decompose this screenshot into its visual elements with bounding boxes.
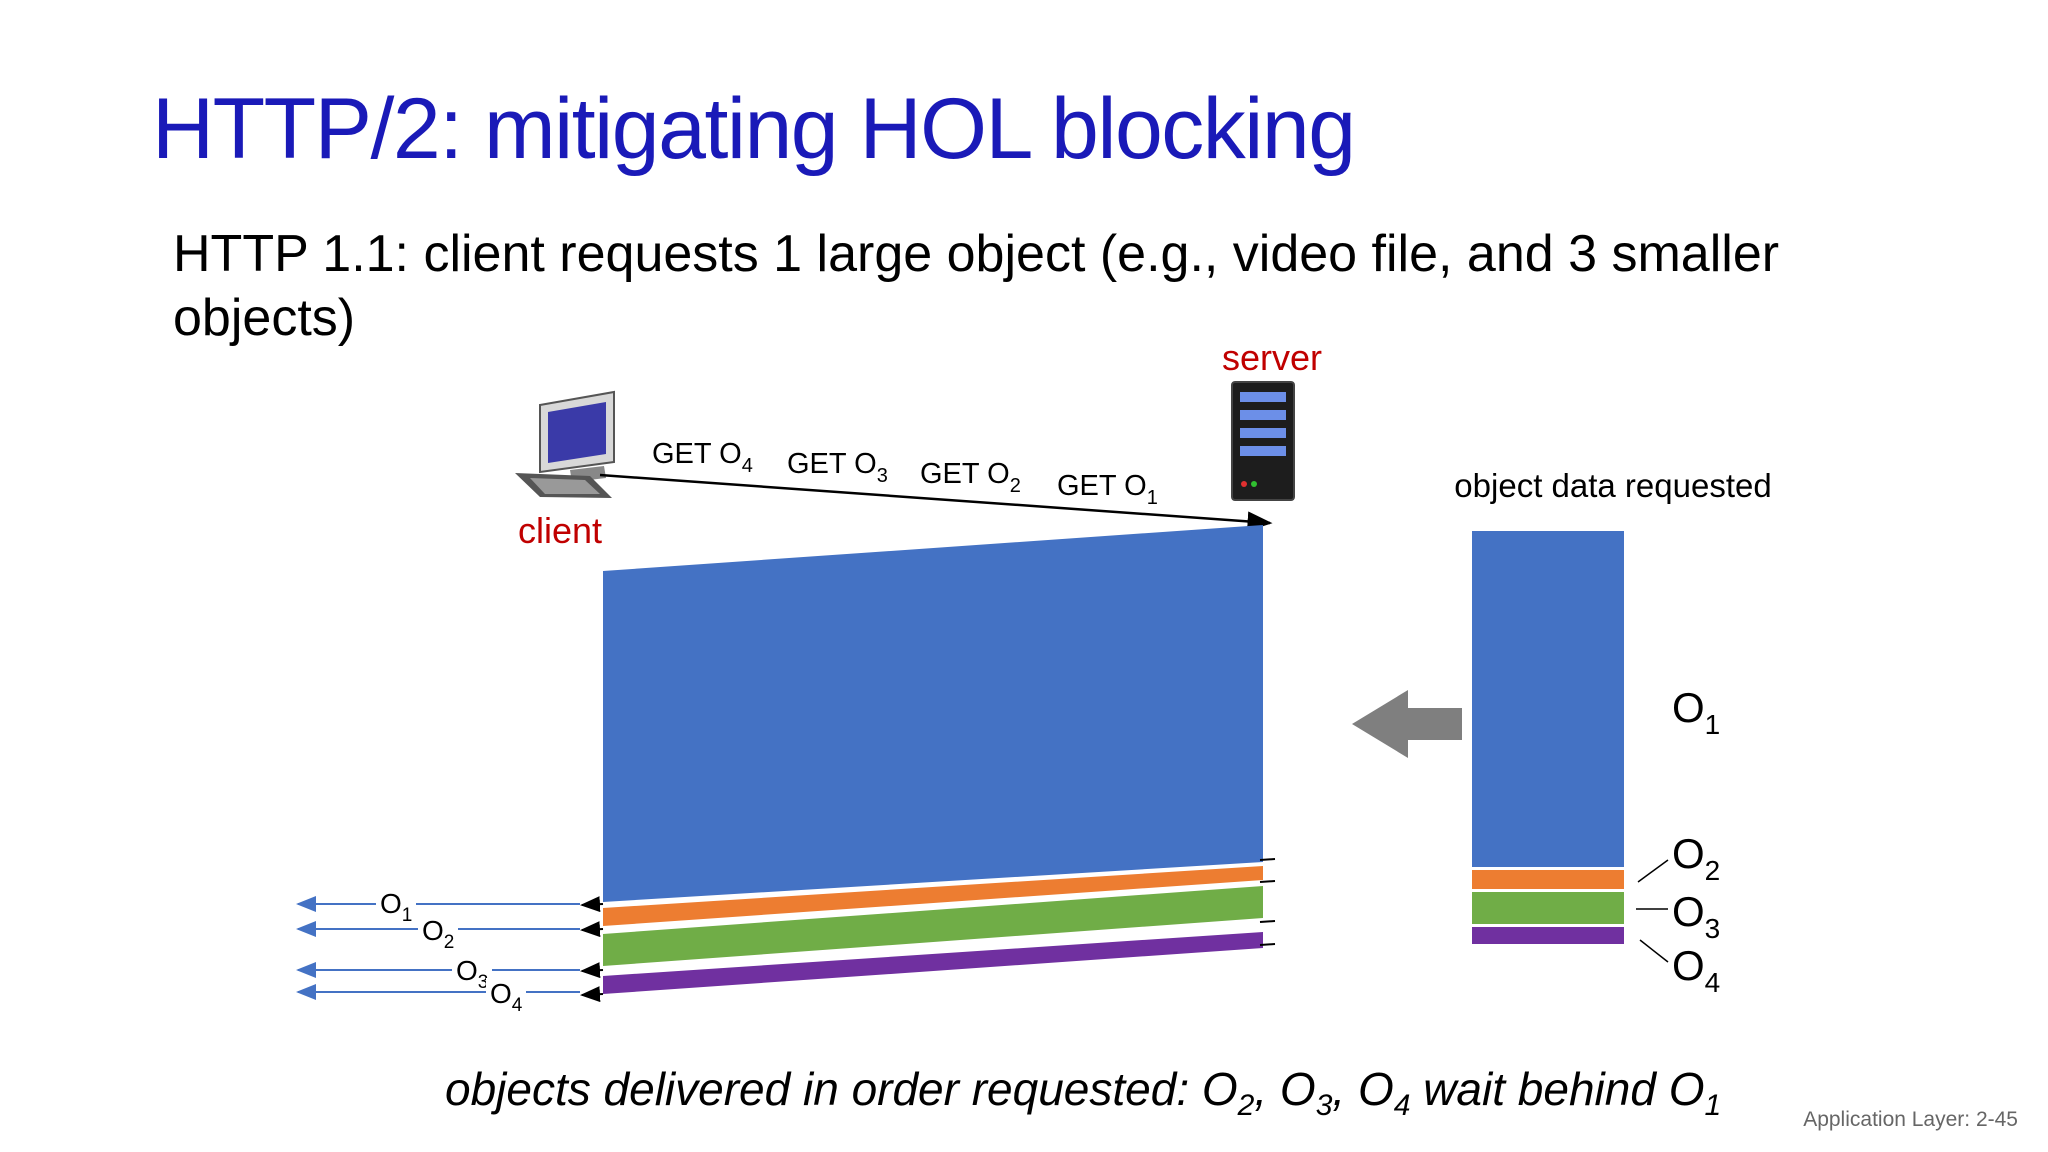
stack-label-o1: O1 — [1672, 684, 1720, 740]
big-left-arrow-icon — [1352, 690, 1462, 758]
footer-caption: objects delivered in order requested: O2… — [445, 1063, 1722, 1123]
stack-block-o2 — [1472, 870, 1624, 889]
delivery-arrow — [580, 986, 604, 1003]
band-tick — [1259, 920, 1276, 923]
delivered-label-o3: O3 — [456, 955, 488, 993]
stack-block-o3 — [1472, 892, 1624, 924]
delivered-label-o2: O2 — [422, 915, 454, 953]
stack-label-o3: O3 — [1672, 888, 1720, 944]
response-band-o2 — [603, 866, 1263, 926]
get-request-label: GET O3 — [787, 448, 888, 487]
band-tick — [1259, 858, 1276, 861]
slide-subtitle: HTTP 1.1: client requests 1 large object… — [173, 225, 1780, 347]
client-computer-icon — [515, 390, 615, 498]
band-tick — [1259, 943, 1276, 946]
delivered-label-o4: O4 — [490, 978, 523, 1016]
request-arrow — [599, 473, 1273, 532]
leader-line — [1637, 859, 1669, 883]
stack-label-o4: O4 — [1672, 942, 1720, 998]
slide-title: HTTP/2: mitigating HOL blocking — [152, 81, 1356, 177]
delivered-label-o1: O1 — [380, 888, 412, 926]
delivery-arrow — [580, 896, 604, 913]
delivery-arrow — [580, 921, 604, 938]
stack-block-o4 — [1472, 927, 1624, 944]
stack-block-o1 — [1472, 531, 1624, 867]
stack-label-o2: O2 — [1672, 830, 1720, 886]
leader-line — [1639, 939, 1669, 963]
server-icon — [1231, 381, 1295, 501]
response-band-o3 — [603, 886, 1263, 966]
response-band-o1 — [603, 525, 1263, 902]
band-tick — [1259, 880, 1276, 883]
response-band-o4 — [603, 932, 1263, 994]
stack-title: object data requested — [1454, 467, 1771, 504]
get-request-label: GET O1 — [1057, 470, 1158, 509]
delivery-arrow — [580, 962, 604, 979]
get-request-label: GET O2 — [920, 458, 1021, 497]
get-request-label: GET O4 — [652, 438, 753, 477]
server-label: server — [1222, 337, 1322, 378]
slide-number: Application Layer: 2-45 — [1803, 1108, 2018, 1131]
client-label: client — [518, 510, 602, 551]
